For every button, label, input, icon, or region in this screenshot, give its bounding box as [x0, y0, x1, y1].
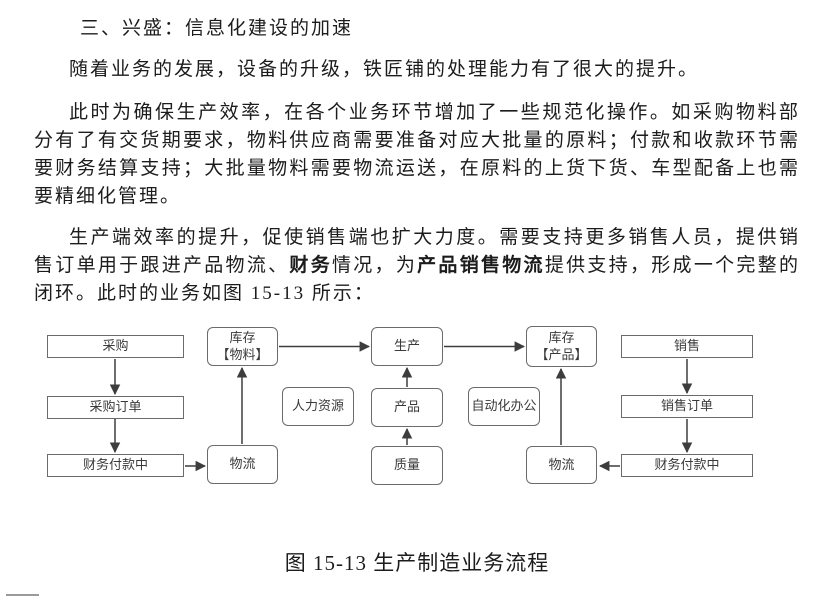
paragraph-3-bold2: 产品销售物流 [417, 255, 545, 276]
node-office-automation: 自动化办公 [468, 387, 540, 426]
figure-caption: 图 15-13 生产制造业务流程 [284, 551, 550, 575]
node-sales-order: 销售订单 [621, 395, 753, 418]
paragraph-2: 此时为确保生产效率，在各个业务环节增加了一些规范化操作。如采购物料部分有了有交货… [34, 102, 800, 207]
figure-15-13-flowchart: 采购 采购订单 财务付款中 库存 【物料】 物流 人力资源 生产 产品 质量 自… [0, 318, 834, 513]
node-product: 产品 [371, 388, 443, 427]
node-quality: 质量 [371, 446, 443, 485]
paragraph-3: 生产端效率的提升，促使销售端也扩大力度。需要支持更多销售人员，提供销售订单用于跟… [34, 224, 800, 308]
node-production: 生产 [371, 327, 443, 366]
node-procurement-order: 采购订单 [47, 396, 184, 419]
node-procurement: 采购 [47, 335, 184, 358]
paragraph-3-bold1: 财务 [289, 255, 332, 276]
paragraph-3-run3: 提供支持，形成一个完整的闭环。此时的业务如图 15-13 所示： [34, 255, 800, 304]
node-logistics-right: 物流 [526, 446, 597, 484]
footnote-rule [6, 594, 39, 596]
node-hr: 人力资源 [282, 387, 354, 426]
paragraph-1: 随着业务的发展，设备的升级，铁匠铺的处理能力有了很大的提升。 [69, 59, 700, 80]
section-heading: 三、兴盛：信息化建设的加速 [80, 18, 354, 39]
node-logistics-left: 物流 [207, 445, 278, 484]
node-finance-payment-right: 财务付款中 [621, 454, 753, 477]
node-inventory-product: 库存 【产品】 [526, 326, 597, 367]
node-inventory-material: 库存 【物料】 [207, 327, 278, 366]
node-finance-payment-left: 财务付款中 [47, 454, 184, 477]
node-sales: 销售 [621, 335, 753, 358]
paragraph-3-run1: 生产端效率的提升，促使销售端也扩大力度。需要支持更多销售人员，提供销售订单用于跟… [34, 227, 800, 276]
paragraph-3-run2: 情况，为 [331, 255, 418, 276]
